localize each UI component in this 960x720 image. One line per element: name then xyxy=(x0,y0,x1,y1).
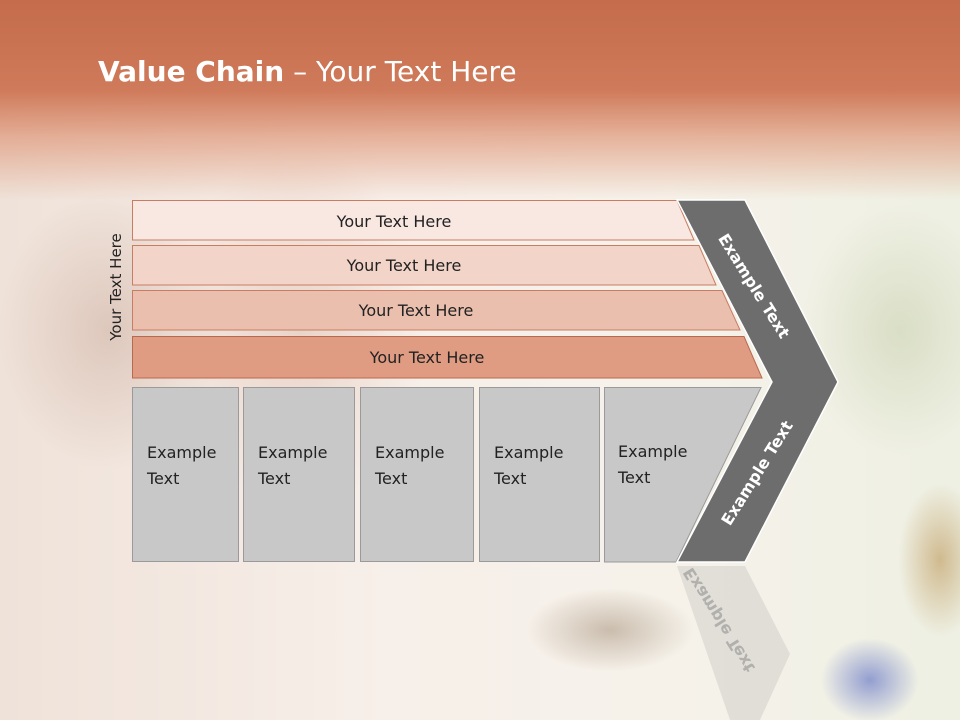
band-1: Your Text Here xyxy=(132,200,694,240)
band-4: Your Text Here xyxy=(132,336,762,378)
column-2-reflection: Example Text xyxy=(243,412,355,566)
band-4-label: Your Text Here xyxy=(369,347,485,367)
header-band xyxy=(0,0,960,200)
title-rest: – Your Text Here xyxy=(284,55,517,88)
column-1-reflection: Example Text xyxy=(132,412,239,566)
title-bold: Value Chain xyxy=(98,55,285,88)
band-2-label: Your Text Here xyxy=(346,255,462,275)
column-1: Example Text xyxy=(132,387,239,562)
column-3: Example Text xyxy=(360,387,474,562)
band-3-label: Your Text Here xyxy=(358,300,474,320)
column-2: Example Text xyxy=(243,387,355,562)
slide-title: Value Chain – Your Text Here xyxy=(98,55,517,88)
band-3: Your Text Here xyxy=(132,290,740,330)
column-4: Example Text xyxy=(479,387,600,562)
band-1-label: Your Text Here xyxy=(336,211,452,231)
column-3-reflection: Example Text xyxy=(360,412,474,566)
side-label: Your Text Here xyxy=(107,233,125,341)
band-2: Your Text Here xyxy=(132,245,716,285)
column-4-reflection: Example Text xyxy=(479,412,600,566)
column-5: Example Text xyxy=(618,442,688,487)
